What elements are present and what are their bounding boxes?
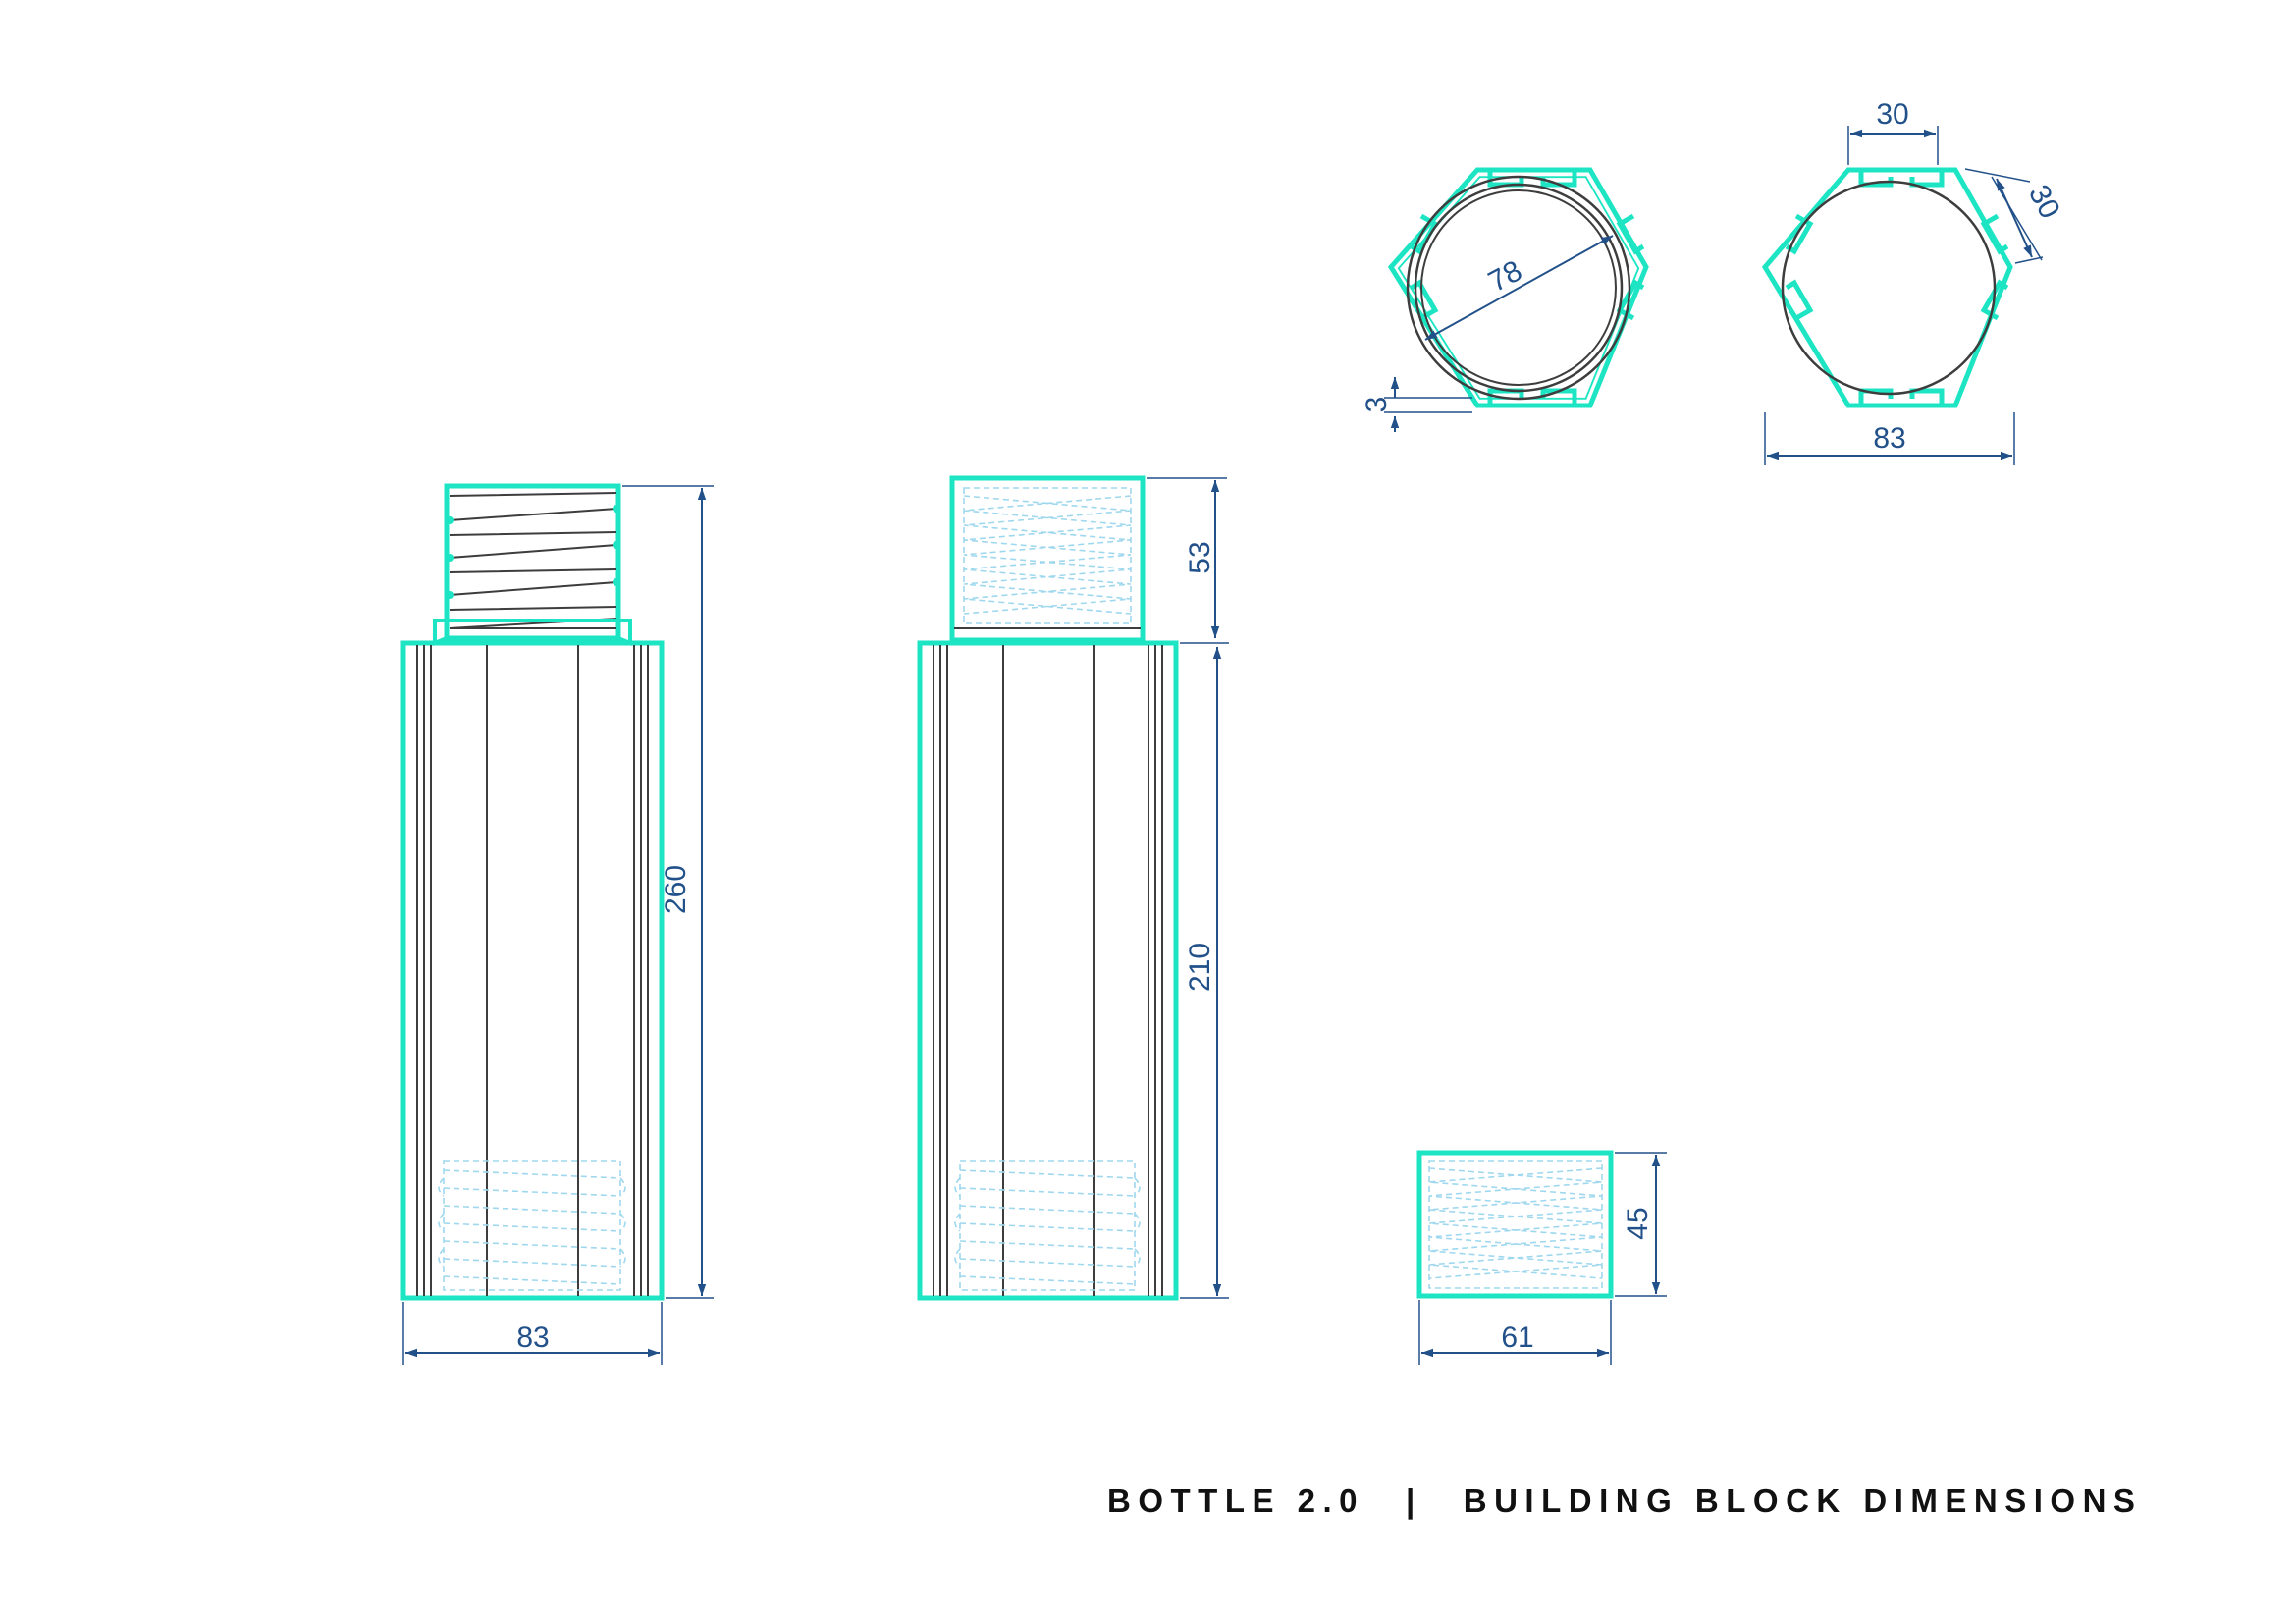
dimension-cap-height: 53 [1184, 541, 1216, 573]
hidden-thread-lines [438, 1160, 626, 1291]
bottle-neck [433, 483, 632, 646]
bottle-with-cap-view: 53 210 [917, 475, 1229, 1301]
title-block: BOTTLE 2.0 | BUILDING BLOCK DIMENSIONS [1107, 1481, 2226, 1530]
product-name: BOTTLE 2.0 [1107, 1483, 1365, 1520]
dimension-edge-side: 30 [2022, 180, 2066, 224]
dimension-lines-view1 [402, 485, 714, 1365]
dimension-body-height: 210 [1184, 943, 1216, 992]
cap [949, 475, 1146, 643]
bottle-body [400, 640, 665, 1301]
dimension-inner-diameter: 78 [1483, 254, 1527, 298]
dimension-lines-view2 [1147, 477, 1229, 1299]
bottle-front-view: 260 83 [400, 483, 714, 1365]
dimension-edge-top: 30 [1876, 98, 1908, 131]
dimension-small-cap-width: 61 [1501, 1322, 1533, 1354]
dimension-small-cap-height: 45 [1622, 1207, 1654, 1239]
drawing-subtitle: BUILDING BLOCK DIMENSIONS [1463, 1483, 2143, 1520]
hex-top-view-ring: 78 3 [1361, 167, 1649, 432]
dimension-wall-thickness: 3 [1361, 397, 1393, 413]
dimension-bottle-height: 260 [660, 865, 692, 914]
hex-top-view-plain: 30 30 83 [1761, 98, 2066, 465]
body [917, 640, 1179, 1301]
small-cap-view: 45 61 [1416, 1150, 1667, 1365]
dimension-hex-width: 83 [1873, 422, 1905, 455]
dimension-bottle-width: 83 [516, 1322, 549, 1354]
title-separator: | [1406, 1483, 1422, 1520]
